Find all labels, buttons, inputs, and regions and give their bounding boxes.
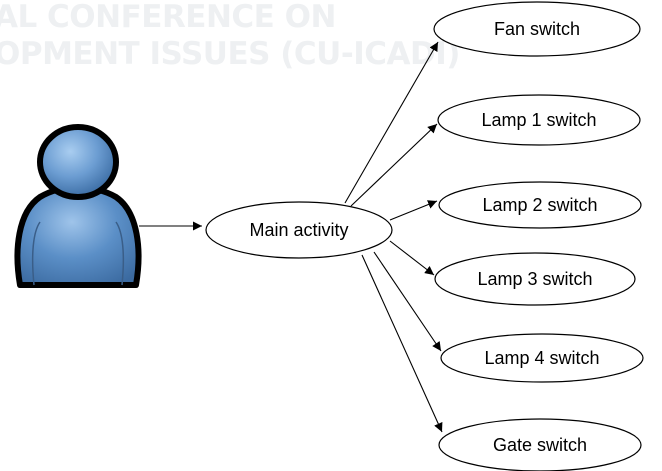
- edge-to-gate: [361, 254, 443, 433]
- gate-switch-node: Gate switch: [438, 418, 642, 471]
- user-icon: [14, 124, 142, 288]
- main-activity-ellipse: [205, 201, 393, 259]
- main-activity-node: Main activity: [205, 201, 393, 259]
- lamp3-switch-node: Lamp 3 switch: [434, 252, 636, 306]
- fan-switch-ellipse: [433, 1, 641, 57]
- lamp1-switch-node: Lamp 1 switch: [437, 94, 641, 146]
- lamp1-switch-ellipse: [437, 94, 641, 146]
- gate-switch-label: Gate switch: [493, 435, 587, 455]
- watermark-line-1: AL CONFERENCE ON: [0, 0, 336, 35]
- actor-body: [14, 185, 142, 288]
- lamp2-switch-label: Lamp 2 switch: [482, 195, 597, 215]
- fan-switch-node: Fan switch: [433, 1, 641, 57]
- lamp4-switch-node: Lamp 4 switch: [440, 333, 644, 383]
- lamp2-switch-node: Lamp 2 switch: [438, 181, 642, 229]
- edge-to-lamp3: [389, 240, 435, 276]
- edge-to-lamp4: [373, 251, 442, 352]
- lamp4-switch-label: Lamp 4 switch: [484, 348, 599, 368]
- actor-head: [37, 124, 119, 200]
- watermark: AL CONFERENCE ON OPMENT ISSUES (CU-ICADI…: [0, 0, 460, 72]
- actor-arm-right: [115, 221, 125, 286]
- edges: [344, 41, 443, 433]
- lamp1-switch-label: Lamp 1 switch: [481, 110, 596, 130]
- lamp4-switch-ellipse: [440, 333, 644, 383]
- edge-to-lamp1: [350, 123, 438, 207]
- actor-arm-left: [31, 221, 41, 286]
- edge-to-fan: [344, 41, 439, 204]
- gate-switch-ellipse: [438, 418, 642, 471]
- watermark-line-2: OPMENT ISSUES (CU-ICADI): [0, 36, 460, 72]
- edge-to-lamp2: [389, 200, 438, 221]
- lamp3-switch-label: Lamp 3 switch: [477, 269, 592, 289]
- lamp2-switch-ellipse: [438, 181, 642, 229]
- fan-switch-label: Fan switch: [494, 19, 580, 39]
- main-activity-label: Main activity: [249, 220, 348, 240]
- lamp3-switch-ellipse: [434, 252, 636, 306]
